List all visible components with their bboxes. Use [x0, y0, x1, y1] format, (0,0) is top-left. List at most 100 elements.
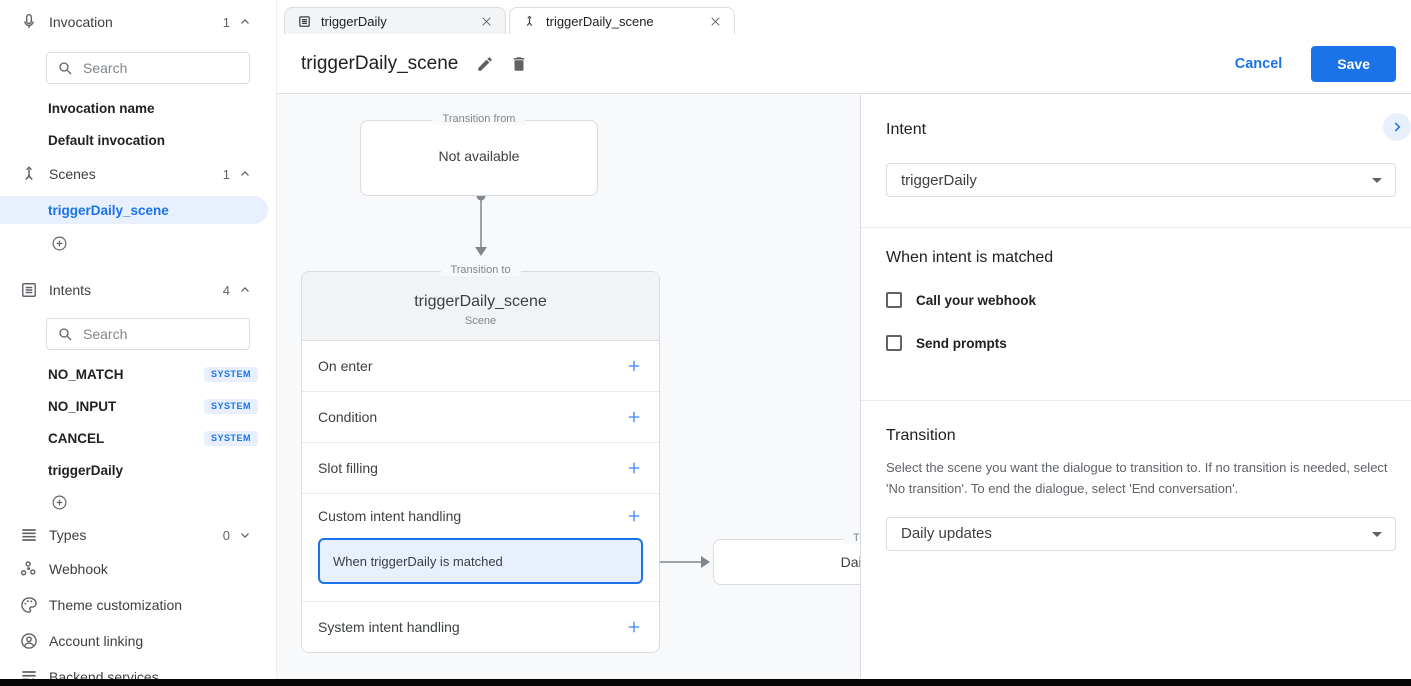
transition-select-value: Daily updates — [901, 525, 992, 543]
checkbox-unchecked[interactable] — [886, 292, 902, 308]
chevron-down-icon — [238, 528, 252, 542]
tab-triggerdaily-scene[interactable]: triggerDaily_scene — [509, 7, 735, 34]
chevron-up-icon — [238, 283, 252, 297]
when-matched-heading: When intent is matched — [886, 249, 1054, 266]
target-scene-title: Daily updates — [840, 554, 860, 570]
sidebar-item-no-input[interactable]: NO_INPUT SYSTEM — [0, 390, 276, 422]
page-title: triggerDaily_scene — [301, 52, 459, 74]
add-plus-icon[interactable] — [625, 408, 643, 426]
plus-circle-icon — [52, 236, 67, 250]
edit-pencil-icon[interactable] — [476, 55, 494, 73]
custom-intent-handling-header[interactable]: Custom intent handling — [302, 494, 659, 538]
item-label: Invocation name — [48, 100, 155, 116]
section-count: 1 — [222, 14, 230, 30]
section-label: Webhook — [49, 561, 108, 577]
item-label: NO_MATCH — [48, 366, 124, 382]
sidebar-section-intents[interactable]: Intents 4 — [0, 274, 276, 306]
add-plus-icon[interactable] — [625, 618, 643, 636]
system-badge: SYSTEM — [203, 398, 258, 414]
transition-from-legend: Transition from — [432, 113, 526, 125]
tab-label: triggerDaily_scene — [546, 13, 654, 29]
dropdown-caret-icon — [1372, 178, 1382, 183]
item-label: Default invocation — [48, 132, 166, 148]
handler-label: When triggerDaily is matched — [333, 553, 503, 569]
sidebar-section-scenes[interactable]: Scenes 1 — [0, 158, 276, 190]
intent-heading: Intent — [886, 121, 927, 138]
scene-card-title: triggerDaily_scene — [414, 293, 547, 310]
scene-flow-canvas: Transition from Not available Transition… — [277, 95, 860, 679]
sidebar-item-account-linking[interactable]: Account linking — [0, 623, 276, 659]
sidebar-item-triggerdaily-scene[interactable]: triggerDaily_scene — [0, 196, 268, 224]
checkbox-unchecked[interactable] — [886, 335, 902, 351]
add-plus-icon[interactable] — [625, 357, 643, 375]
main-area: triggerDaily triggerDaily_scene triggerD… — [277, 0, 1411, 679]
invocation-search-input[interactable] — [83, 60, 223, 76]
sidebar-item-no-match[interactable]: NO_MATCH SYSTEM — [0, 358, 276, 390]
section-label: Theme customization — [49, 597, 183, 613]
palette-icon — [19, 595, 39, 615]
collapse-panel-button[interactable] — [1383, 113, 1411, 141]
search-icon — [59, 328, 72, 341]
microphone-icon — [19, 12, 39, 32]
sidebar-section-types[interactable]: Types 0 — [0, 519, 276, 551]
tab-triggerdaily[interactable]: triggerDaily — [284, 7, 506, 34]
tab-strip: triggerDaily triggerDaily_scene — [277, 0, 1411, 34]
close-icon[interactable] — [480, 15, 493, 28]
scene-card-subtitle: Scene — [464, 315, 497, 327]
delete-trash-icon[interactable] — [510, 55, 528, 73]
save-button[interactable]: Save — [1311, 45, 1396, 82]
sidebar-item-default-invocation[interactable]: Default invocation — [0, 124, 276, 156]
row-system-intent-handling[interactable]: System intent handling — [302, 602, 659, 652]
webhook-icon — [19, 559, 39, 579]
toolbar: triggerDaily_scene Cancel Save — [277, 34, 1411, 94]
section-label: Account linking — [49, 633, 144, 649]
row-slot-filling[interactable]: Slot filling — [302, 443, 659, 494]
sidebar-item-webhook[interactable]: Webhook — [0, 551, 276, 587]
sidebar-item-theme-customization[interactable]: Theme customization — [0, 587, 276, 623]
scene-tab-icon — [522, 14, 537, 29]
transition-heading: Transition — [886, 427, 956, 444]
transition-from-box: Transition from Not available — [360, 113, 598, 196]
transition-select[interactable]: Daily updates — [886, 516, 1396, 551]
target-scene-card[interactable]: Transition to Daily updates — [713, 532, 860, 585]
transition-to-legend: Transition to — [842, 532, 860, 544]
sidebar-item-backend-services[interactable]: Backend services — [0, 659, 276, 679]
call-webhook-checkbox-row[interactable]: Call your webhook — [886, 292, 1411, 308]
scene-fork-icon — [19, 164, 39, 184]
add-plus-icon[interactable] — [625, 507, 643, 525]
scene-card-header: triggerDaily_scene Scene — [302, 272, 659, 341]
intent-tab-icon — [297, 14, 312, 29]
intent-select[interactable]: triggerDaily — [886, 163, 1396, 197]
row-condition[interactable]: Condition — [302, 392, 659, 443]
section-label: Types — [49, 527, 87, 543]
sidebar-section-invocation[interactable]: Invocation 1 — [0, 6, 276, 38]
section-label: Invocation — [49, 14, 113, 30]
sidebar-item-triggerdaily[interactable]: triggerDaily — [0, 454, 276, 486]
sidebar-item-invocation-name[interactable]: Invocation name — [0, 92, 276, 124]
add-intent-button[interactable] — [0, 487, 276, 517]
selected-intent-handler[interactable]: When triggerDaily is matched — [318, 538, 643, 584]
close-icon[interactable] — [709, 15, 722, 28]
backend-services-icon — [19, 667, 39, 679]
section-count: 4 — [222, 282, 230, 298]
transition-description: Select the scene you want the dialogue t… — [886, 460, 1388, 496]
intents-search-input[interactable] — [83, 326, 223, 342]
cancel-button[interactable]: Cancel — [1234, 55, 1283, 72]
send-prompts-checkbox-row[interactable]: Send prompts — [886, 335, 1411, 351]
section-label: Scenes — [49, 166, 96, 182]
scene-card: Transition to triggerDaily_scene Scene O… — [301, 264, 660, 653]
checkbox-label: Send prompts — [916, 335, 1007, 351]
row-label: Custom intent handling — [318, 508, 462, 524]
add-plus-icon[interactable] — [625, 459, 643, 477]
row-label: Slot filling — [318, 460, 378, 476]
item-label: NO_INPUT — [48, 398, 117, 414]
invocation-search — [46, 52, 250, 84]
checkbox-label: Call your webhook — [916, 292, 1037, 308]
bottom-edge-bar — [0, 679, 1411, 686]
divider — [861, 400, 1411, 401]
sidebar-item-cancel[interactable]: CANCEL SYSTEM — [0, 422, 276, 454]
intent-editor-panel: Intent triggerDaily When intent is match… — [860, 95, 1411, 679]
add-scene-button[interactable] — [0, 228, 276, 258]
chevron-right-icon — [1394, 122, 1401, 132]
row-on-enter[interactable]: On enter — [302, 341, 659, 392]
